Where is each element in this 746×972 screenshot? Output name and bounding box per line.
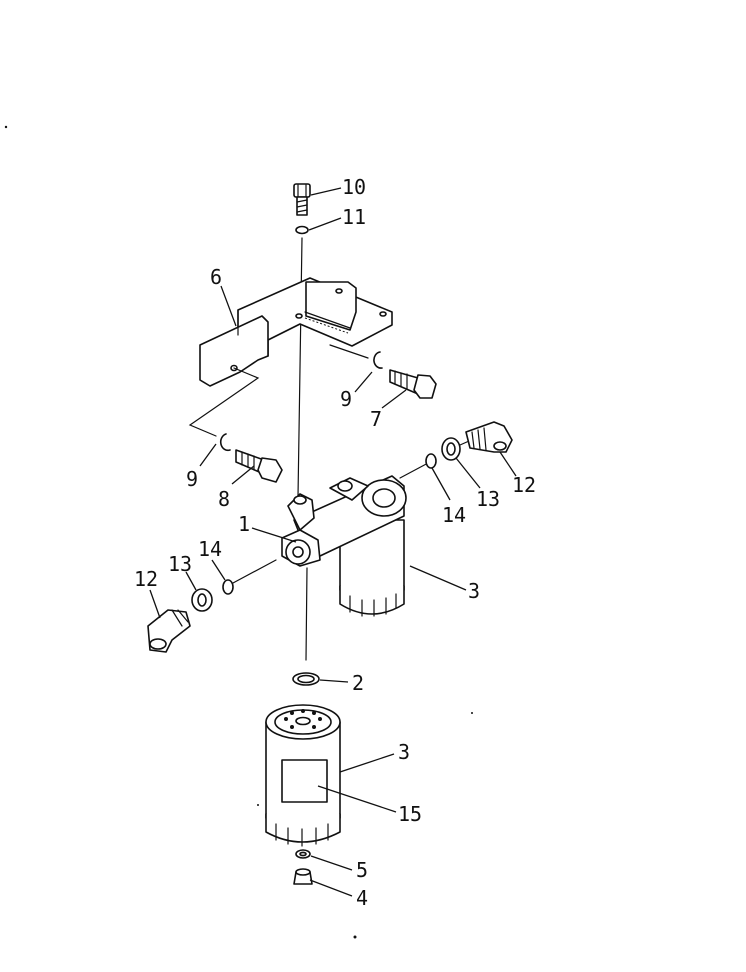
callout-5: 5 xyxy=(356,858,368,882)
fitting-path-line-3 xyxy=(232,559,277,584)
o-ring-14-right xyxy=(425,453,437,469)
callout-13-right: 13 xyxy=(476,487,500,511)
lock-washer-9-upper xyxy=(373,351,383,369)
callout-13-left: 13 xyxy=(168,552,192,576)
callout-4: 4 xyxy=(356,886,368,910)
callout-3-upper: 3 xyxy=(468,579,480,603)
washer-5 xyxy=(295,849,311,859)
nut-13-right xyxy=(441,437,461,461)
bolt-7 xyxy=(389,369,437,399)
callout-12-left: 12 xyxy=(134,567,158,591)
bolt-7-path-line xyxy=(329,344,369,359)
o-ring-14-left xyxy=(222,579,234,595)
callout-15: 15 xyxy=(398,802,422,826)
filter-head-1 xyxy=(281,475,407,567)
callout-3-lower: 3 xyxy=(398,740,410,764)
lock-washer-9-lower xyxy=(219,433,231,452)
callout-6: 6 xyxy=(210,265,222,289)
center-axis-line xyxy=(297,237,303,498)
washer-11 xyxy=(295,225,309,235)
filter-label-15 xyxy=(281,759,328,803)
callout-11: 11 xyxy=(342,205,366,229)
lower-axis-line xyxy=(305,567,308,661)
callout-9-lower: 9 xyxy=(186,467,198,491)
callout-9-upper: 9 xyxy=(340,387,352,411)
callout-7: 7 xyxy=(370,407,382,431)
speck xyxy=(471,712,473,714)
callout-1: 1 xyxy=(238,512,250,536)
speck xyxy=(257,804,259,806)
bolt-8 xyxy=(235,449,283,483)
elbow-12-right xyxy=(465,421,513,453)
bracket-6 xyxy=(199,277,393,387)
callout-10: 10 xyxy=(342,175,366,199)
leader-lines xyxy=(149,187,517,897)
bolt-10 xyxy=(293,183,311,216)
speck xyxy=(4,125,8,129)
filter-3-mounted xyxy=(339,519,405,617)
callout-12-right: 12 xyxy=(512,473,536,497)
speck xyxy=(353,935,357,939)
fitting-path-line-2 xyxy=(399,461,431,479)
callout-14-right: 14 xyxy=(442,503,466,527)
callout-8: 8 xyxy=(218,487,230,511)
gasket-2 xyxy=(292,672,320,686)
elbow-12-left xyxy=(147,609,191,653)
callout-14-left: 14 xyxy=(198,537,222,561)
drain-plug-4 xyxy=(293,868,313,885)
nut-13-left xyxy=(191,588,213,612)
callout-2: 2 xyxy=(352,671,364,695)
bolt-8-path-line xyxy=(188,367,260,437)
